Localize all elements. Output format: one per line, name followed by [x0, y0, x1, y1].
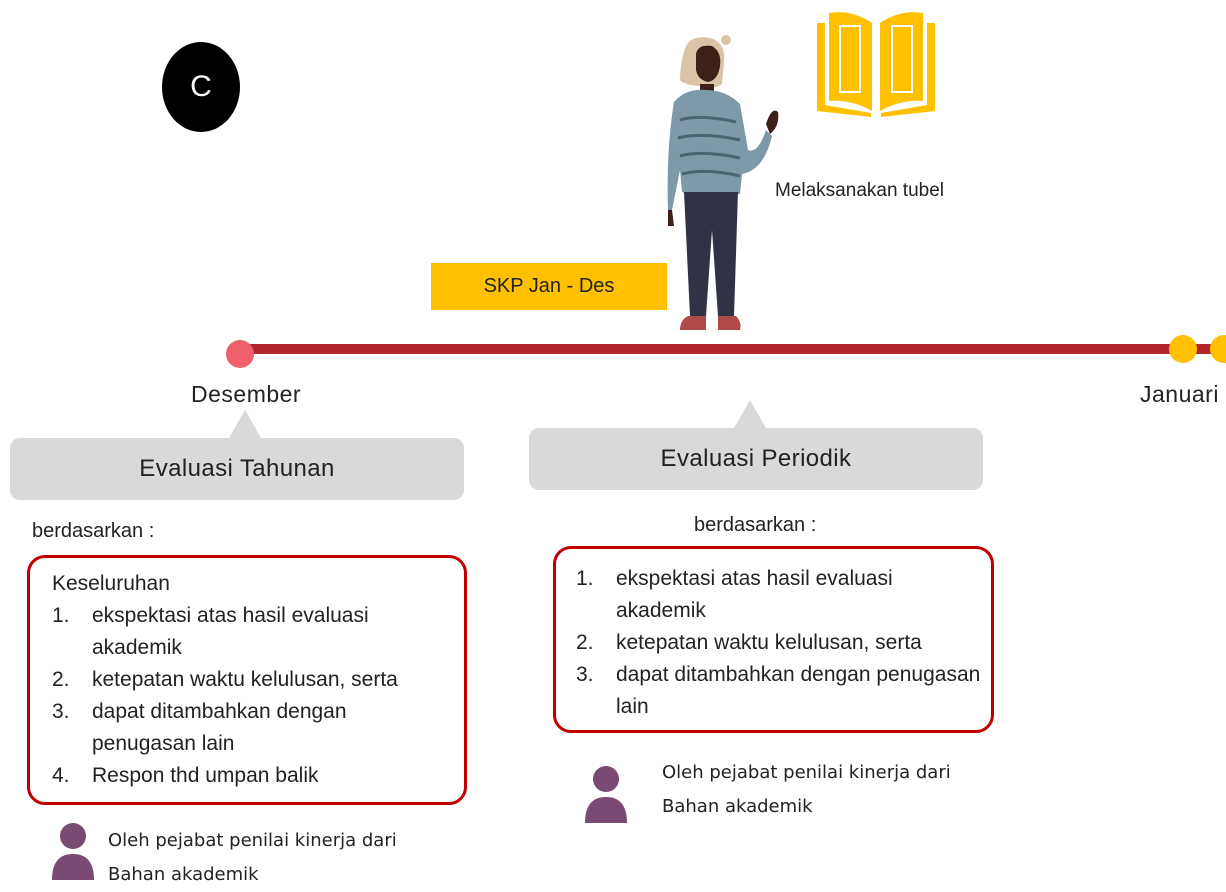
- timeline-end-month: Januari: [1140, 381, 1219, 407]
- annual-assessor: Oleh pejabat penilai kinerja dari Bahan …: [108, 824, 397, 892]
- timeline-end-dot-2: [1210, 335, 1226, 363]
- list-item: 2.ketepatan waktu kelulusan, serta: [576, 631, 922, 654]
- periodic-evaluation-title: Evaluasi Periodik: [660, 445, 852, 472]
- activity-label: Melaksanakan tubel: [775, 180, 944, 201]
- annual-assessor-line2: Bahan akademik: [108, 864, 259, 885]
- book-icon: [817, 12, 935, 117]
- person-illustration: [667, 35, 779, 330]
- annual-criteria-intro: Keseluruhan: [52, 572, 170, 595]
- annual-assessor-line1: Oleh pejabat penilai kinerja dari: [108, 830, 397, 851]
- annual-evaluation-title: Evaluasi Tahunan: [139, 455, 335, 482]
- periodic-criteria-box: 1.ekspektasi atas hasil evaluasi akademi…: [553, 546, 994, 733]
- periodic-assessor: Oleh pejabat penilai kinerja dari Bahan …: [662, 756, 951, 824]
- user-icon: [52, 823, 94, 880]
- annual-evaluation-callout: Evaluasi Tahunan: [10, 410, 464, 500]
- user-icon: [585, 766, 627, 823]
- timeline-end-dot: [1169, 335, 1197, 363]
- periodic-basis-label: berdasarkan :: [694, 514, 817, 536]
- list-item: 3.dapat ditambahkan dengan penugasan lai…: [576, 663, 981, 718]
- annual-criteria-list: 1.ekspektasi atas hasil evaluasi akademi…: [52, 600, 454, 792]
- annual-criteria-box: Keseluruhan 1.ekspektasi atas hasil eval…: [27, 555, 467, 805]
- periodic-criteria-list: 1.ekspektasi atas hasil evaluasi akademi…: [576, 563, 981, 723]
- skp-period-label: SKP Jan - Des: [431, 263, 667, 310]
- list-item: 4.Respon thd umpan balik: [52, 764, 319, 787]
- timeline: [226, 335, 1226, 368]
- periodic-evaluation-callout: Evaluasi Periodik: [529, 400, 983, 490]
- list-item: 2.ketepatan waktu kelulusan, serta: [52, 668, 398, 691]
- list-item: 3.dapat ditambahkan dengan penugasan lai…: [52, 700, 347, 755]
- annual-basis-label: berdasarkan :: [32, 520, 155, 542]
- timeline-start-dot: [226, 340, 254, 368]
- timeline-start-month: Desember: [191, 381, 302, 407]
- section-badge: C: [162, 42, 240, 132]
- periodic-assessor-line1: Oleh pejabat penilai kinerja dari: [662, 762, 951, 783]
- list-item: 1.ekspektasi atas hasil evaluasi akademi…: [576, 567, 893, 622]
- list-item: 1.ekspektasi atas hasil evaluasi akademi…: [52, 604, 369, 659]
- periodic-assessor-line2: Bahan akademik: [662, 796, 813, 817]
